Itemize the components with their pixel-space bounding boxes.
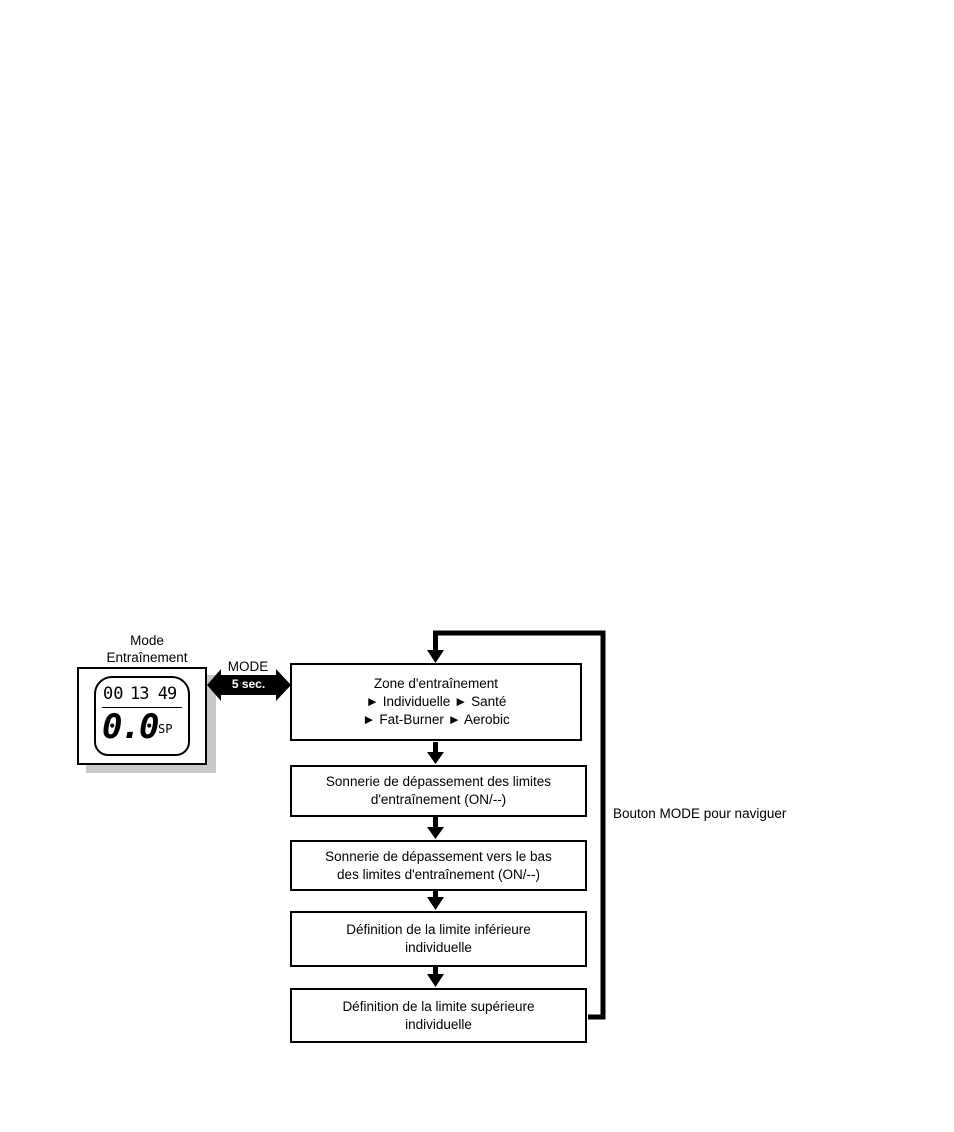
watch-title-line2: Entraînement [106, 650, 188, 665]
step-line: Zone d'entraînement [373, 676, 499, 691]
step-line: Définition de la limite inférieure [346, 922, 531, 937]
step-line: individuelle [405, 940, 472, 955]
watch-illustration: 00 13 49 0.0 SP [77, 667, 207, 765]
step-line: des limites d'entraînement (ON/--) [337, 866, 540, 882]
step-line: Sonnerie de dépassement vers le bas [325, 848, 552, 864]
step-line: d'entraînement (ON/--) [370, 792, 507, 807]
mode-duration-label: 5 sec. [231, 677, 266, 691]
step-upper-limit-definition: Définition de la limite supérieure indiv… [290, 988, 587, 1043]
step-limit-alarm: Sonnerie de dépassement des limites d'en… [290, 765, 587, 817]
display-divider [102, 707, 182, 708]
down-arrow [427, 890, 444, 910]
step-line: individuelle [405, 1016, 472, 1032]
down-arrow [427, 816, 444, 839]
loop-back-line [433, 630, 606, 1020]
step-lower-limit-definition: Définition de la limite inférieure indiv… [290, 911, 587, 967]
display-top-left: 00 [103, 684, 124, 704]
step-lower-limit-alarm: Sonnerie de dépassement vers le bas des … [290, 840, 587, 891]
step-line: Sonnerie de dépassement des limites [325, 774, 552, 789]
loop-back-arrowhead [427, 650, 444, 663]
display-top-right: 13 49 [130, 684, 177, 704]
step-training-zone: Zone d'entraînement ► Individuelle ► San… [290, 663, 582, 741]
step-line: ► Individuelle ► Santé [365, 694, 507, 709]
step-line: ► Fat-Burner ► Aerobic [362, 712, 510, 727]
watch-title-line1: Mode [130, 633, 164, 648]
display-main-value: 0.0 [102, 707, 159, 747]
down-arrow [427, 966, 444, 987]
watch-display: 00 13 49 0.0 SP [94, 676, 190, 756]
watch-title: Mode Entraînement [80, 632, 214, 666]
down-arrow [427, 742, 444, 764]
mode-double-arrow [207, 669, 291, 701]
step-line: Définition de la limite supérieure [342, 998, 535, 1014]
loop-label: Bouton MODE pour naviguer [613, 806, 787, 821]
display-unit: SP [158, 722, 173, 736]
mode-label: MODE [227, 659, 269, 674]
